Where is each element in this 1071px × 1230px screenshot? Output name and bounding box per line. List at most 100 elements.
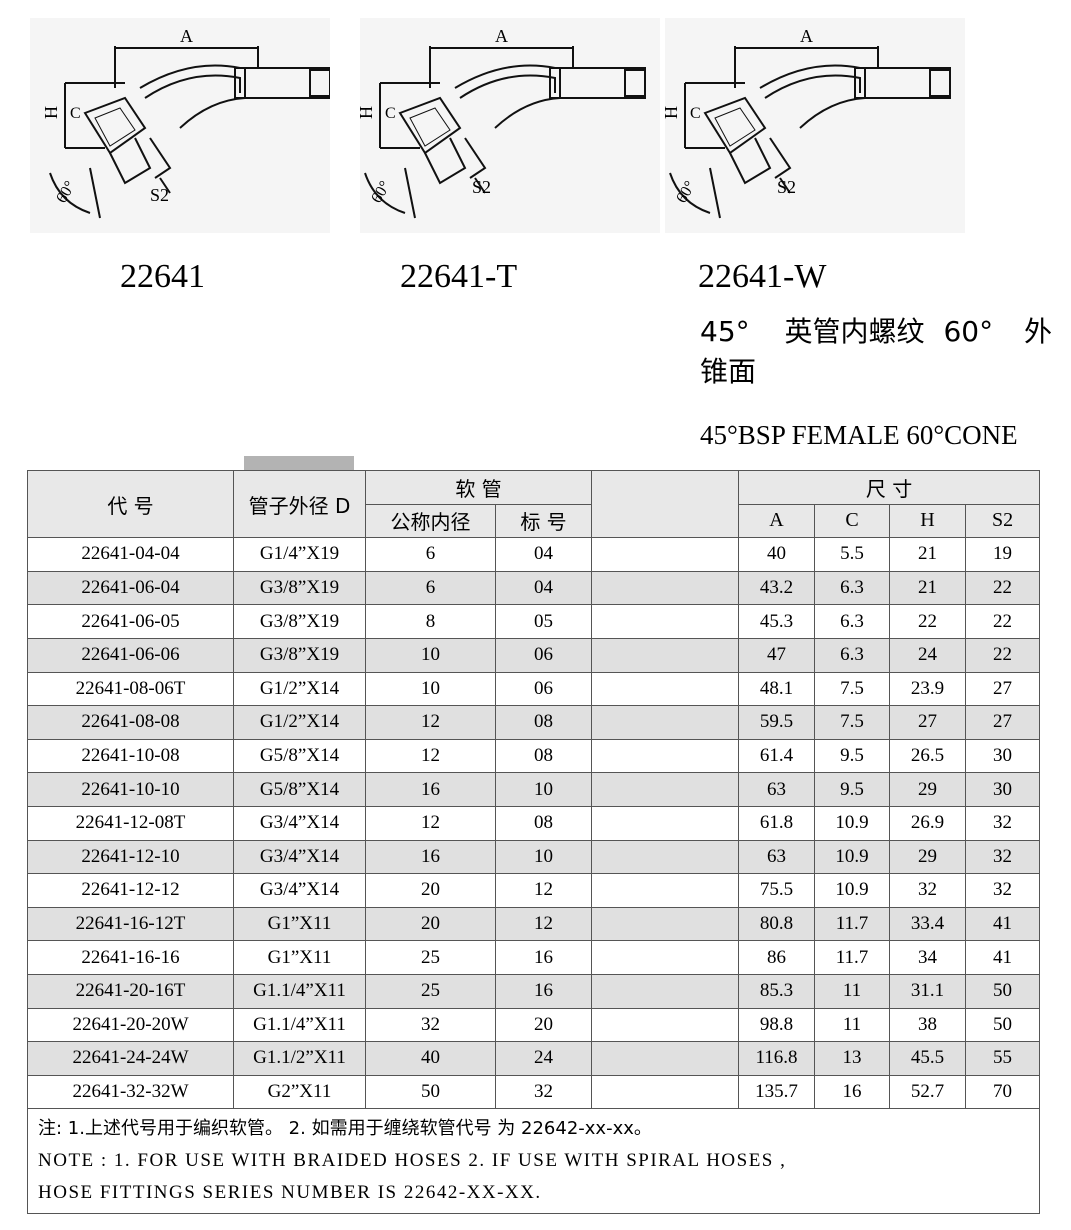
- model-label-22641-w: 22641-W: [698, 258, 827, 295]
- cell-h: 26.5: [889, 738, 967, 774]
- cell-s2: 30: [965, 738, 1041, 774]
- cell-pipe-od: G1/4”X19: [233, 537, 366, 572]
- description-outer: 外: [1024, 315, 1053, 348]
- cell-pipe-od: G1.1/2”X11: [233, 1041, 366, 1076]
- fitting-drawing-svg: A H C S2 60°: [661, 26, 951, 219]
- cell-hose-mark: 08: [494, 805, 593, 841]
- cell-h: 45.5: [889, 1041, 967, 1076]
- drawing-label-angle: 60°: [673, 178, 699, 206]
- cell-h: 27: [889, 705, 967, 740]
- description-chinese: 45° 英管内螺纹 60° 外 锥面: [700, 312, 1060, 392]
- cell-a: 48.1: [738, 671, 816, 707]
- cell-a: 75.5: [738, 873, 816, 908]
- fitting-drawing-22641-w: A H C S2 60°: [661, 18, 965, 233]
- cell-c: 7.5: [814, 671, 891, 707]
- drawing-label-h: H: [665, 106, 681, 119]
- drawing-label-a: A: [800, 26, 813, 46]
- note-chinese: 注: 1.上述代号用于编织软管。 2. 如需用于缠绕软管代号 为 22642-x…: [38, 1118, 652, 1140]
- cell-pipe-od: G3/4”X14: [233, 873, 366, 908]
- cell-hose-mark: 20: [494, 1007, 593, 1043]
- specification-table: 代 号 管子外径 D 软 管 尺 寸 公称内径 标 号 A C H S2 226…: [26, 469, 1041, 1215]
- cell-hose-nominal: 40: [365, 1041, 496, 1076]
- cell-hose-nominal: 12: [365, 738, 496, 774]
- cell-pipe-od: G3/8”X19: [233, 604, 366, 639]
- cell-code: 22641-20-20W: [27, 1007, 234, 1043]
- cell-a: 80.8: [738, 906, 816, 942]
- cell-c: 9.5: [814, 738, 891, 774]
- cell-a: 40: [738, 537, 816, 572]
- cell-code: 22641-10-10: [27, 772, 234, 807]
- cell-blank: [591, 537, 740, 572]
- cell-s2: 50: [965, 973, 1041, 1009]
- cell-h: 33.4: [889, 906, 967, 942]
- cell-a: 135.7: [738, 1074, 816, 1110]
- cell-blank: [591, 940, 740, 975]
- cell-h: 32: [889, 873, 967, 908]
- drawing-label-a: A: [495, 26, 508, 46]
- cell-c: 7.5: [814, 705, 891, 740]
- cell-hose-nominal: 32: [365, 1007, 496, 1043]
- cell-c: 6.3: [814, 604, 891, 639]
- cell-h: 26.9: [889, 805, 967, 841]
- cell-hose-nominal: 10: [365, 637, 496, 673]
- header-tab-decoration: [244, 456, 354, 470]
- cell-h: 23.9: [889, 671, 967, 707]
- header-hose-mark: 标 号: [494, 503, 593, 539]
- cell-pipe-od: G3/4”X14: [233, 839, 366, 875]
- cell-hose-nominal: 10: [365, 671, 496, 707]
- cell-blank: [591, 772, 740, 807]
- description-cone-angle: 60°: [943, 315, 994, 348]
- cell-hose-nominal: 8: [365, 604, 496, 639]
- cell-hose-mark: 06: [494, 637, 593, 673]
- cell-code: 22641-06-05: [27, 604, 234, 639]
- cell-c: 10.9: [814, 839, 891, 875]
- cell-blank: [591, 1041, 740, 1076]
- cell-pipe-od: G2”X11: [233, 1074, 366, 1110]
- cell-blank: [591, 738, 740, 774]
- cell-c: 10.9: [814, 873, 891, 908]
- cell-s2: 32: [965, 873, 1041, 908]
- cell-s2: 41: [965, 940, 1041, 975]
- cell-pipe-od: G1.1/4”X11: [233, 973, 366, 1009]
- cell-s2: 27: [965, 705, 1041, 740]
- cell-s2: 22: [965, 604, 1041, 639]
- fitting-drawing-22641-t: A H C S2 60°: [356, 18, 660, 233]
- cell-a: 59.5: [738, 705, 816, 740]
- cell-blank: [591, 570, 740, 606]
- cell-hose-mark: 12: [494, 873, 593, 908]
- cell-h: 29: [889, 839, 967, 875]
- cell-pipe-od: G1/2”X14: [233, 671, 366, 707]
- header-code: 代 号: [27, 469, 234, 539]
- cell-s2: 27: [965, 671, 1041, 707]
- cell-code: 22641-16-16: [27, 940, 234, 975]
- cell-code: 22641-32-32W: [27, 1074, 234, 1110]
- drawing-label-h: H: [41, 106, 61, 119]
- cell-pipe-od: G5/8”X14: [233, 738, 366, 774]
- cell-hose-nominal: 50: [365, 1074, 496, 1110]
- cell-hose-mark: 32: [494, 1074, 593, 1110]
- cell-code: 22641-12-10: [27, 839, 234, 875]
- description-line2: 锥面: [700, 355, 757, 388]
- cell-s2: 22: [965, 570, 1041, 606]
- cell-hose-mark: 16: [494, 940, 593, 975]
- cell-hose-mark: 10: [494, 839, 593, 875]
- cell-pipe-od: G1”X11: [233, 940, 366, 975]
- cell-a: 98.8: [738, 1007, 816, 1043]
- drawing-label-c: C: [690, 105, 701, 122]
- cell-a: 86: [738, 940, 816, 975]
- cell-h: 29: [889, 772, 967, 807]
- drawing-label-h: H: [360, 106, 376, 119]
- cell-a: 61.8: [738, 805, 816, 841]
- cell-code: 22641-04-04: [27, 537, 234, 572]
- fitting-drawing-svg: A H C S2 60°: [356, 26, 646, 219]
- table-notes: 注: 1.上述代号用于编织软管。 2. 如需用于缠绕软管代号 为 22642-x…: [26, 1108, 1041, 1215]
- cell-c: 11: [814, 1007, 891, 1043]
- drawing-label-a: A: [180, 26, 193, 46]
